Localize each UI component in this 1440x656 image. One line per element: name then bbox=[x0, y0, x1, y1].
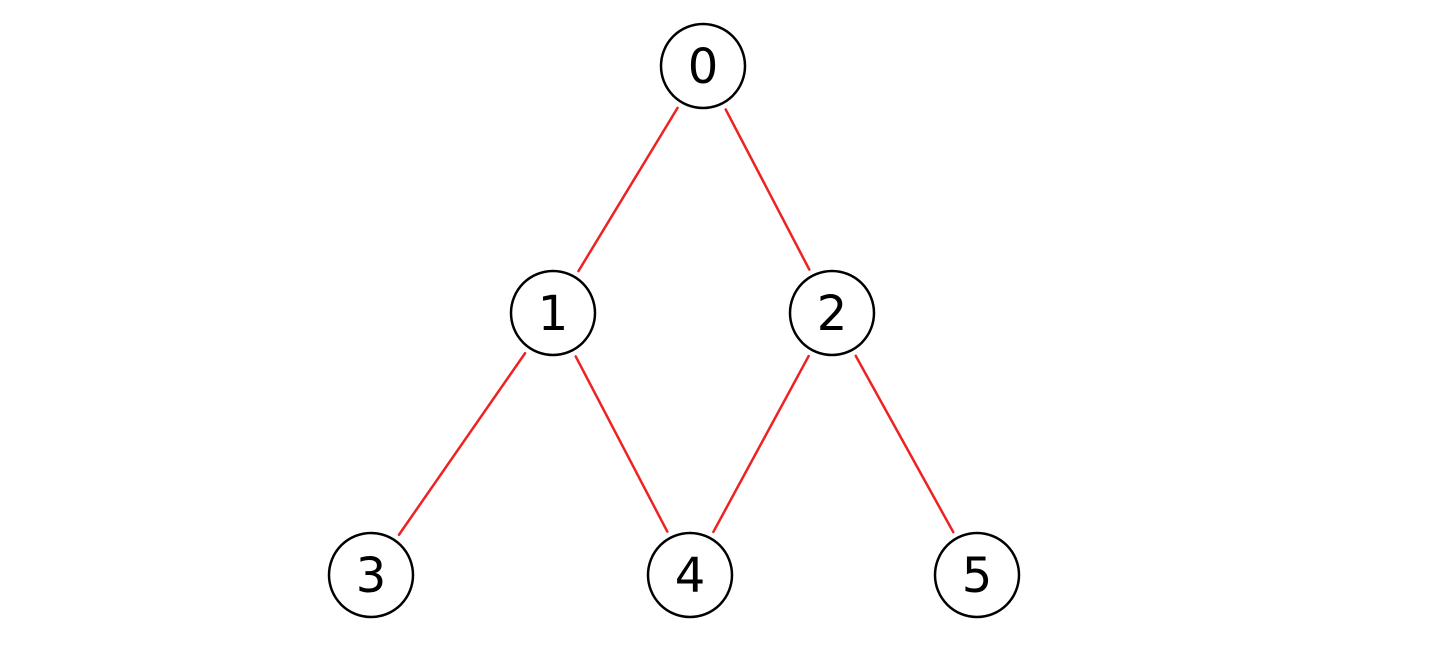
graph-edge-0-2 bbox=[724, 108, 811, 271]
node-label-1: 1 bbox=[538, 286, 569, 342]
graph-edge-0-1 bbox=[577, 106, 679, 273]
node-circle-3 bbox=[327, 531, 415, 619]
graph-edge-2-4 bbox=[712, 354, 810, 534]
graph-edge-1-4 bbox=[574, 355, 669, 533]
graph-node-4: 4 bbox=[646, 531, 734, 619]
node-label-0: 0 bbox=[688, 39, 719, 95]
graph-edge-2-5 bbox=[854, 354, 955, 534]
graph-node-2: 2 bbox=[788, 269, 876, 357]
node-label-5: 5 bbox=[962, 548, 993, 604]
graph-node-3: 3 bbox=[327, 531, 415, 619]
graph-edge-1-3 bbox=[397, 351, 527, 537]
graph-node-1: 1 bbox=[509, 269, 597, 357]
node-label-2: 2 bbox=[817, 286, 848, 342]
node-label-4: 4 bbox=[675, 548, 706, 604]
node-circle-2 bbox=[788, 269, 876, 357]
graph-node-5: 5 bbox=[933, 531, 1021, 619]
graph-node-0: 0 bbox=[659, 22, 747, 110]
node-circle-1 bbox=[509, 269, 597, 357]
node-circle-4 bbox=[646, 531, 734, 619]
node-label-3: 3 bbox=[356, 548, 387, 604]
node-circle-0 bbox=[659, 22, 747, 110]
node-circle-5 bbox=[933, 531, 1021, 619]
